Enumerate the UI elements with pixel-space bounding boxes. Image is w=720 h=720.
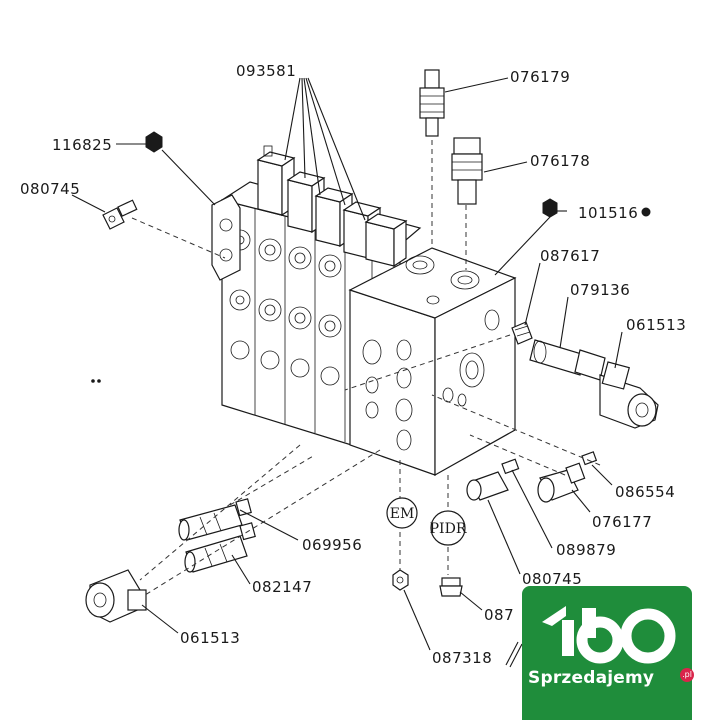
plug-076177 <box>537 462 586 503</box>
cartridge-069956 <box>178 498 252 541</box>
part-label-087318: 087318 <box>432 649 492 667</box>
fitting-086554 <box>581 451 598 466</box>
hex-nut-116825 <box>145 131 163 153</box>
screw-080745-top <box>102 199 138 230</box>
cartridge-076179 <box>419 69 445 137</box>
port-label-em: EM <box>386 497 418 529</box>
solenoid-coils-093581 <box>256 145 408 268</box>
svg-text:EM: EM <box>390 506 415 522</box>
cartridge-080745-bottom <box>466 471 509 501</box>
part-label-093581: 093581 <box>236 62 296 80</box>
watermark-logo-icon <box>542 606 676 664</box>
part-label-061513-left: 061513 <box>180 629 240 647</box>
part-label-086554: 086554 <box>615 483 675 501</box>
main-manifold-block <box>348 247 517 477</box>
pin-small <box>505 641 523 668</box>
part-label-116825: 116825 <box>52 136 112 154</box>
port-label-pidr: PIDR <box>430 510 467 546</box>
watermark-brand-text: Sprzedajemy <box>528 668 655 688</box>
part-label-089879: 089879 <box>556 541 616 559</box>
part-label-076178: 076178 <box>530 152 590 170</box>
valve-079136 <box>529 339 606 381</box>
part-label-076177: 076177 <box>592 513 652 531</box>
watermark-suffix: .pl <box>680 668 694 682</box>
part-label-076179: 076179 <box>510 68 570 86</box>
cartridge-076178 <box>451 137 483 205</box>
part-label-080745-top: 080745 <box>20 180 80 198</box>
coil-061513-right <box>599 361 659 429</box>
part-label-079136: 079136 <box>570 281 630 299</box>
part-label-069956: 069956 <box>302 536 362 554</box>
dot-marker-101516 <box>641 207 651 217</box>
plug-087318 <box>392 569 409 591</box>
part-label-101516: 101516 <box>578 204 638 222</box>
fitting-087617 <box>511 321 533 345</box>
watermark-badge <box>522 586 692 720</box>
svg-text:PIDR: PIDR <box>430 521 467 537</box>
part-label-087-partial: 087 <box>484 606 514 624</box>
hex-nut-101516 <box>542 198 558 218</box>
part-label-061513-right: 061513 <box>626 316 686 334</box>
coil-061513-left <box>85 569 147 623</box>
part-label-087617: 087617 <box>540 247 600 265</box>
plug-087-partial <box>439 577 463 597</box>
fitting-089879 <box>501 458 520 475</box>
leader-lines <box>71 77 623 651</box>
part-label-082147: 082147 <box>252 578 312 596</box>
part-label-080745-bottom: 080745 <box>522 570 582 588</box>
